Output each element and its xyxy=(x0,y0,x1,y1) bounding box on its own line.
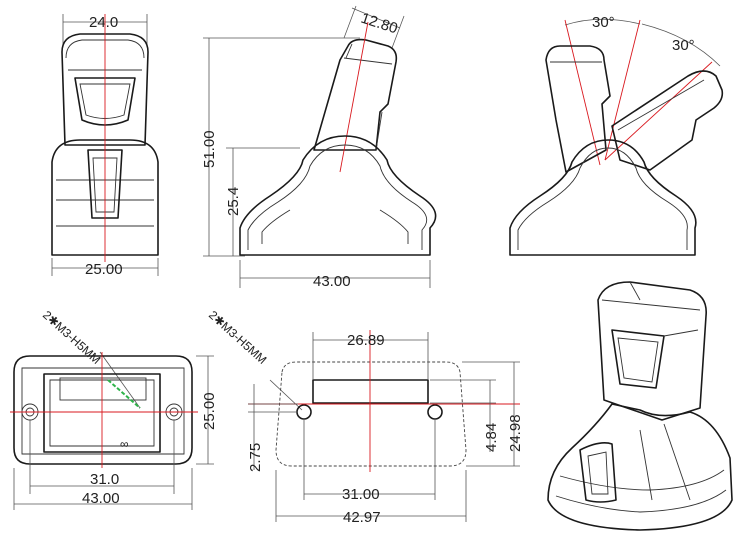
dim-side-total-height: 51.00 xyxy=(201,130,218,168)
mount-view: 2✱M3-H5MM 26.89 2.75 4.84 24.98 31.00 42… xyxy=(206,308,524,526)
bottom-view: 2✱M3-H5MM ∞ 25.00 31.0 43.00 xyxy=(10,308,218,510)
dim-bottom-height: 25.00 xyxy=(201,392,218,430)
dim-side-top: 12.80 xyxy=(359,10,400,38)
mount-screw-note: 2✱M3-H5MM xyxy=(206,308,269,367)
tilt-view: 30° 30° xyxy=(509,14,724,256)
dim-front-bottom-width: 25.00 xyxy=(85,261,123,278)
dim-mount-slot-width: 26.89 xyxy=(347,332,385,349)
dim-side-mid-height: 25.4 xyxy=(225,187,242,216)
dim-bottom-width: 43.00 xyxy=(82,490,120,507)
dim-mount-hole-offset: 2.75 xyxy=(247,443,264,472)
dim-bottom-inner-width: 31.0 xyxy=(90,471,119,488)
bottom-screw-note: 2✱M3-H5MM xyxy=(40,308,103,367)
svg-text:∞: ∞ xyxy=(120,437,129,451)
dim-tilt-angle-b: 30° xyxy=(672,37,695,54)
dim-tilt-angle-a: 30° xyxy=(592,14,615,31)
dim-mount-height: 24.98 xyxy=(507,414,524,452)
dim-mount-hole-spacing: 31.00 xyxy=(342,486,380,503)
dim-mount-width: 42.97 xyxy=(343,509,381,526)
side-view: 51.00 25.4 12.80 43.00 xyxy=(201,5,437,290)
dim-mount-slot-height: 4.84 xyxy=(483,423,500,452)
dim-front-top-width: 24.0 xyxy=(89,14,118,31)
dim-side-width: 43.00 xyxy=(313,273,351,290)
isometric-view xyxy=(547,281,733,531)
front-view: 24.0 25.00 xyxy=(51,14,159,278)
